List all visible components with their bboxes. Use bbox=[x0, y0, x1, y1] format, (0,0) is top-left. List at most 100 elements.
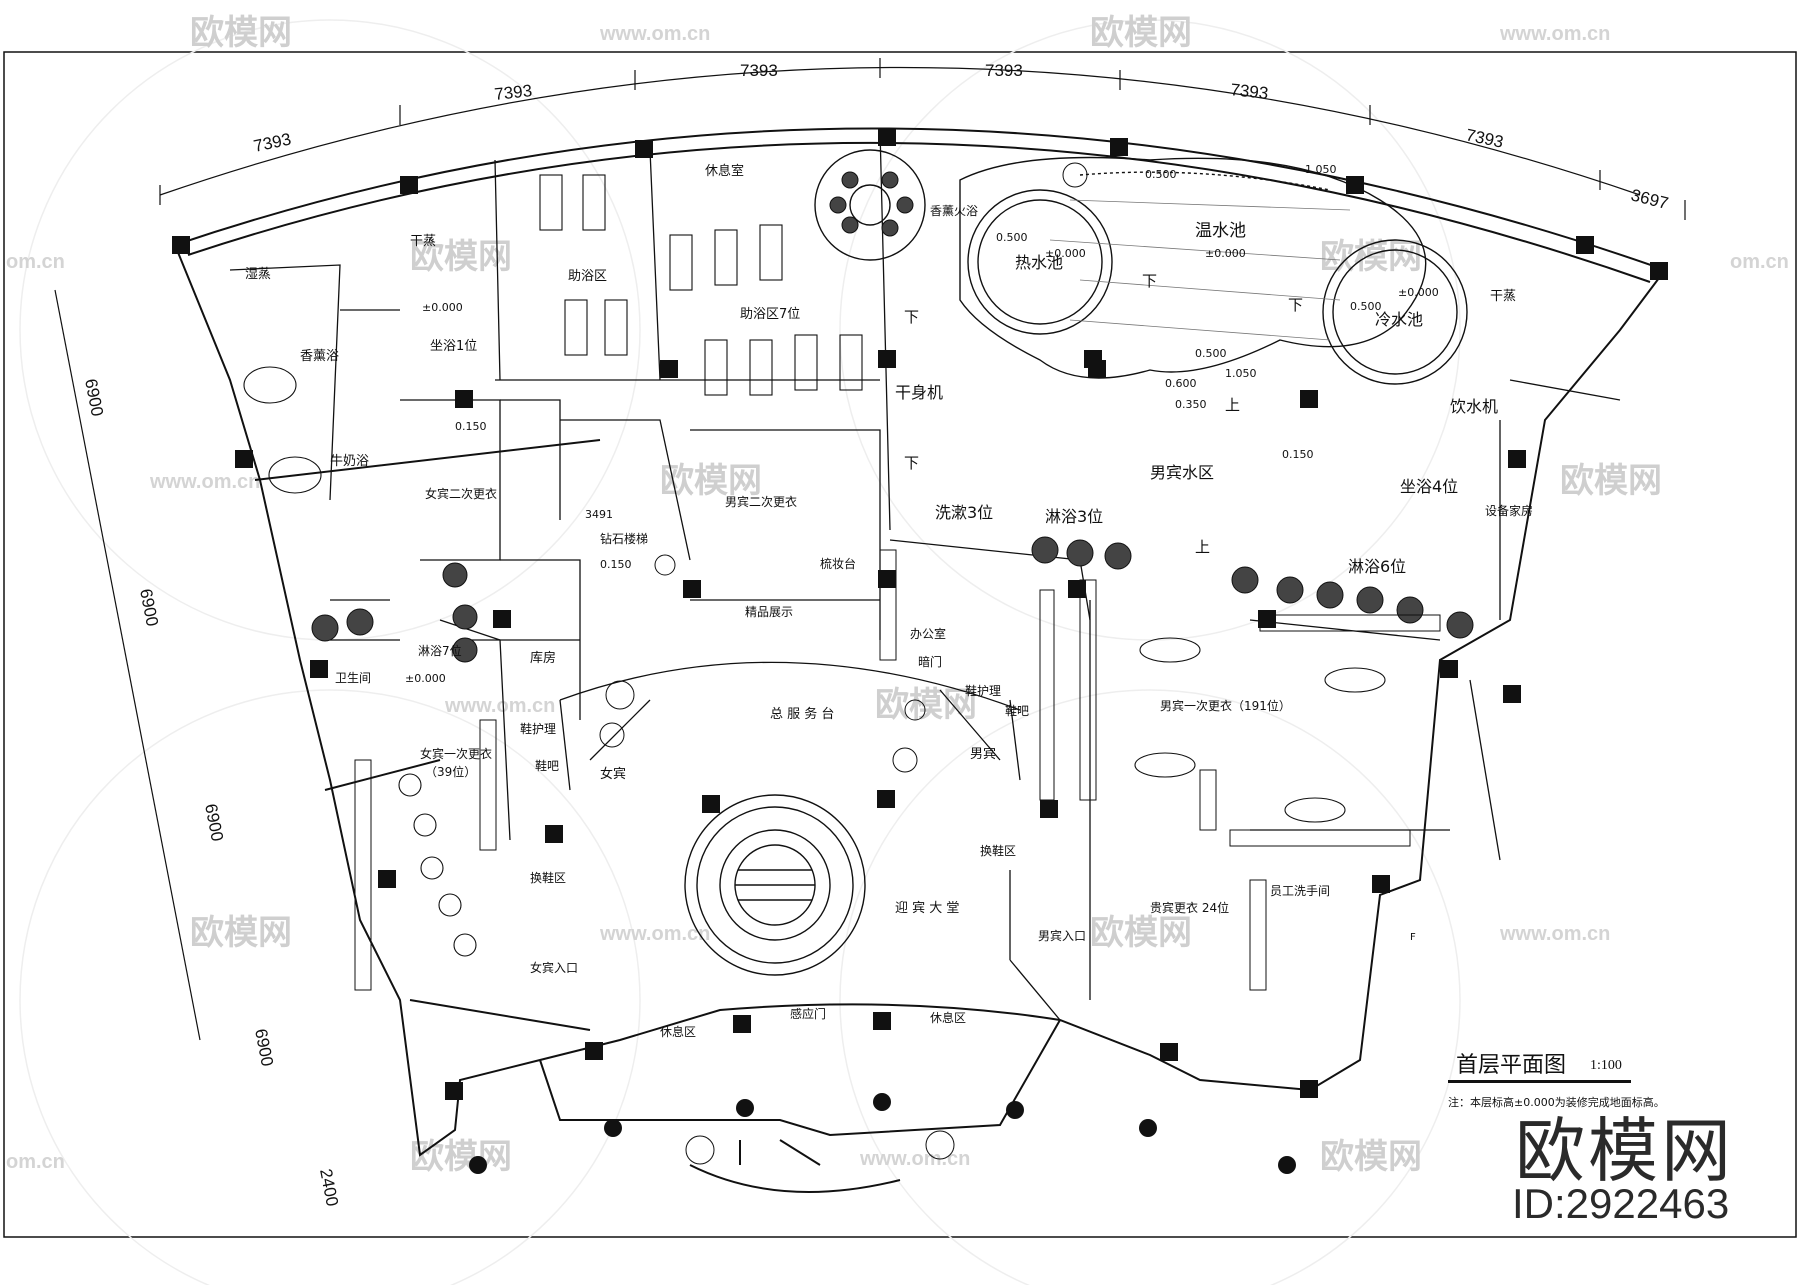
watermark-text: 欧模网 bbox=[875, 685, 977, 725]
dim-left-5: 2400 bbox=[316, 1167, 342, 1208]
room-label: 精品展示 bbox=[745, 605, 793, 619]
level-mark: ±0.000 bbox=[1398, 286, 1439, 299]
room-label: 男宾二次更衣 bbox=[725, 494, 797, 509]
room-label: 温水池 bbox=[1195, 221, 1246, 241]
stair-direction: 上 bbox=[1195, 538, 1210, 556]
room-label: 坐浴4位 bbox=[1400, 477, 1458, 496]
room-label: 淋浴6位 bbox=[1348, 557, 1406, 576]
stair-dimension: 3491 bbox=[585, 508, 613, 521]
watermark-edge: om.cn bbox=[6, 1151, 65, 1173]
room-label: 鞋护理 bbox=[965, 683, 1001, 698]
stair-direction: 下 bbox=[904, 308, 919, 326]
bench-ellipses bbox=[243, 366, 1386, 957]
room-label: 卫生间 bbox=[335, 671, 371, 685]
room-label: 休息室 bbox=[705, 163, 744, 179]
dim-top-2: 7393 bbox=[493, 81, 533, 104]
room-label: 女宾二次更衣 bbox=[425, 486, 497, 501]
level-mark: 0.500 bbox=[1195, 347, 1227, 360]
dim-top-5: 7393 bbox=[1230, 80, 1270, 103]
room-label: 男宾一次更衣（191位） bbox=[1160, 698, 1291, 713]
room-label: 暗门 bbox=[918, 654, 942, 669]
room-label: 女宾一次更衣 bbox=[420, 746, 492, 761]
room-label: 淋浴3位 bbox=[1045, 507, 1103, 526]
room-label: 淋浴7位 bbox=[418, 643, 462, 658]
room-label: 鞋吧 bbox=[1005, 703, 1029, 718]
structural-columns bbox=[172, 128, 1668, 1174]
room-label: 热水池 bbox=[1015, 253, 1063, 272]
room-label: 库房 bbox=[530, 650, 556, 666]
room-label: 换鞋区 bbox=[980, 843, 1016, 858]
level-mark: 0.600 bbox=[1165, 377, 1197, 390]
dim-top-1: 7393 bbox=[252, 129, 293, 155]
watermark-text: 欧模网 bbox=[1320, 1137, 1422, 1177]
watermark-url: www.om.cn bbox=[1499, 923, 1610, 945]
level-mark: ±0.000 bbox=[422, 301, 463, 314]
dim-top-6: 7393 bbox=[1464, 125, 1505, 151]
room-label: 湿蒸 bbox=[245, 267, 271, 282]
room-label: 牛奶浴 bbox=[330, 454, 369, 469]
room-label: 梳妆台 bbox=[820, 556, 856, 571]
level-mark: ±0.000 bbox=[405, 672, 446, 685]
watermark-url: www.om.cn bbox=[149, 471, 260, 493]
level-mark: 0.150 bbox=[455, 420, 487, 433]
level-mark: 1.050 bbox=[1305, 163, 1337, 176]
watermark-text: 欧模网 bbox=[1090, 13, 1192, 53]
room-label: 冷水池 bbox=[1375, 310, 1423, 329]
room-label: 男宾水区 bbox=[1150, 463, 1214, 482]
watermark-text: 欧模网 bbox=[190, 913, 292, 953]
room-label: 助浴区7位 bbox=[740, 307, 800, 322]
stair-direction: 下 bbox=[904, 454, 919, 472]
pool-outlines bbox=[814, 149, 1468, 385]
level-mark: 0.500 bbox=[1350, 300, 1382, 313]
watermark-url: www.om.cn bbox=[599, 923, 710, 945]
locker-banks bbox=[354, 549, 1441, 991]
room-label: 香薰浴 bbox=[300, 349, 339, 364]
title-underline bbox=[1448, 1080, 1631, 1083]
stair-direction: 下 bbox=[1142, 272, 1157, 290]
level-mark: 0.500 bbox=[1145, 168, 1177, 181]
watermark-url: www.om.cn bbox=[444, 695, 555, 717]
level-mark: ±0.000 bbox=[1045, 247, 1086, 260]
dim-left-4: 6900 bbox=[251, 1027, 277, 1068]
level-mark: 0.350 bbox=[1175, 398, 1207, 411]
room-label: 男宾 bbox=[970, 746, 996, 762]
room-label: 休息区 bbox=[930, 1010, 966, 1025]
watermark-text: 欧模网 bbox=[1560, 461, 1662, 501]
watermark-edge: om.cn bbox=[6, 251, 65, 273]
level-mark: ±0.000 bbox=[1205, 247, 1246, 260]
room-label: 换鞋区 bbox=[530, 870, 566, 885]
watermark-url: www.om.cn bbox=[599, 23, 710, 45]
watermark-url: www.om.cn bbox=[859, 1148, 970, 1170]
watermark-text: 欧模网 bbox=[190, 13, 292, 53]
sheet-frame bbox=[3, 51, 1797, 1238]
level-mark: 0.500 bbox=[996, 231, 1028, 244]
brand-logo: 欧模网 bbox=[1515, 1110, 1734, 1192]
drawing-title: 首层平面图 bbox=[1456, 1053, 1567, 1078]
watermark-url: www.om.cn bbox=[1499, 23, 1610, 45]
stair-direction: 上 bbox=[1225, 396, 1240, 414]
dim-top-3: 7393 bbox=[740, 61, 778, 80]
watermark-text: 欧模网 bbox=[660, 461, 762, 501]
drawing-scale: 1:100 bbox=[1590, 1058, 1622, 1073]
room-label: 鞋护理 bbox=[520, 721, 556, 736]
lobby-feature bbox=[684, 794, 866, 976]
room-label: 总 服 务 台 bbox=[770, 706, 834, 722]
watermark-layer: 欧模网 欧模网 www.om.cn www.om.cn 欧模网 欧模网 www.… bbox=[6, 13, 1789, 1285]
room-label: 感应门 bbox=[790, 1006, 826, 1021]
dim-top-4: 7393 bbox=[985, 61, 1023, 80]
dim-left-3: 6900 bbox=[201, 802, 227, 843]
dimension-lines bbox=[54, 58, 1686, 1041]
watermark-text: 欧模网 bbox=[410, 1137, 512, 1177]
shower-fixtures bbox=[311, 171, 1474, 663]
room-label: 干蒸 bbox=[410, 234, 436, 249]
level-mark: 0.150 bbox=[600, 558, 632, 571]
watermark-edge: om.cn bbox=[1730, 251, 1789, 273]
level-mark: 1.050 bbox=[1225, 367, 1257, 380]
room-label: 香薰火浴 bbox=[930, 204, 978, 218]
room-label: 干身机 bbox=[895, 383, 943, 402]
room-label: 男宾入口 bbox=[1038, 928, 1086, 943]
plant-symbols bbox=[599, 162, 1088, 1165]
room-label: 休息区 bbox=[660, 1024, 696, 1039]
room-label: 女宾入口 bbox=[530, 960, 578, 975]
